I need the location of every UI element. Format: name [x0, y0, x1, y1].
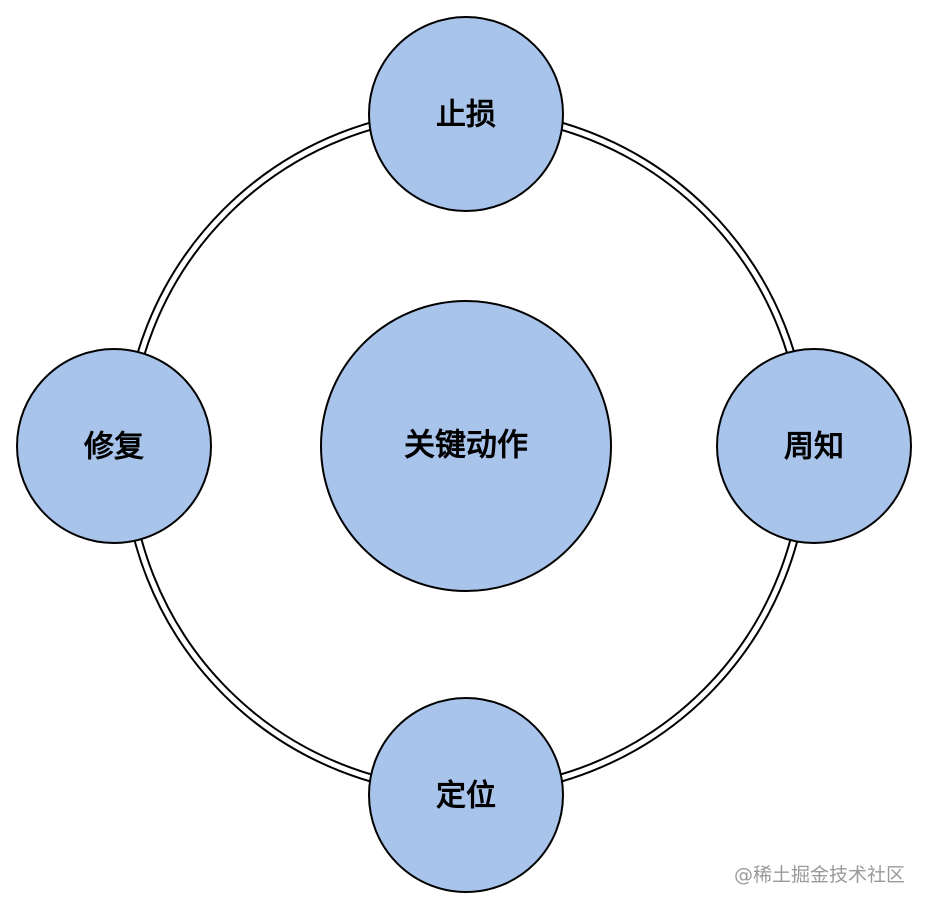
node-top: 止损 — [368, 16, 564, 212]
node-left-label: 修复 — [83, 430, 144, 465]
node-bottom: 定位 — [368, 697, 564, 893]
center-node-label: 关键动作 — [404, 428, 528, 464]
node-left: 修复 — [16, 348, 212, 544]
node-right-label: 周知 — [784, 430, 844, 465]
node-right-circle — [716, 348, 912, 544]
center-node-circle — [320, 300, 612, 592]
node-bottom-label: 定位 — [436, 779, 496, 814]
node-top-label: 止损 — [436, 98, 496, 133]
watermark-text: @稀土掘金技术社区 — [733, 864, 905, 886]
node-top-circle — [368, 16, 564, 212]
node-left-circle — [16, 348, 212, 544]
center-node: 关键动作 — [320, 300, 612, 592]
node-right: 周知 — [716, 348, 912, 544]
node-bottom-circle — [368, 697, 564, 893]
